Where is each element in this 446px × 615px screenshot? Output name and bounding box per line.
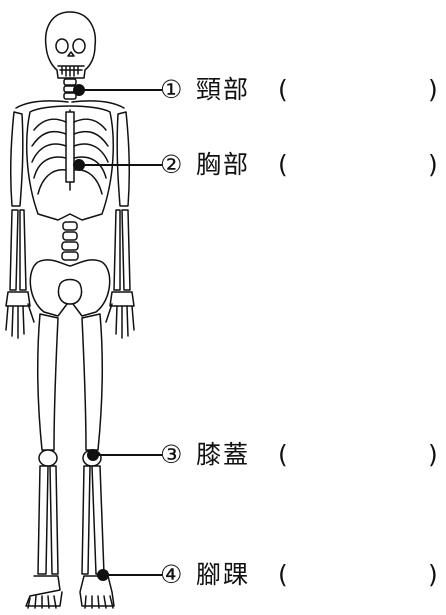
label-number: ② bbox=[160, 147, 182, 183]
right-hand bbox=[106, 292, 134, 338]
label-text: 腳踝 bbox=[196, 557, 250, 593]
label-text: 頸部 bbox=[196, 72, 250, 108]
left-humerus bbox=[11, 112, 23, 206]
left-forearm bbox=[10, 210, 26, 290]
label-number: ④ bbox=[160, 557, 182, 593]
right-lower-leg bbox=[82, 466, 104, 574]
label-number: ① bbox=[160, 72, 182, 108]
pointer-dot-knee bbox=[88, 450, 98, 460]
label-ankle: ④ 腳踝 ( ) bbox=[160, 557, 446, 593]
right-femur bbox=[82, 314, 102, 450]
label-knee: ③ 膝蓋 ( ) bbox=[160, 437, 446, 473]
left-kneecap bbox=[39, 450, 57, 466]
left-hand bbox=[6, 292, 34, 338]
answer-open-paren: ( bbox=[278, 147, 288, 183]
lumbar-spine bbox=[62, 222, 78, 260]
answer-close-paren: ) bbox=[428, 72, 438, 108]
answer-open-paren: ( bbox=[278, 557, 288, 593]
answer-close-paren: ) bbox=[428, 437, 438, 473]
left-femur bbox=[38, 314, 58, 450]
pointer-dot-neck bbox=[74, 85, 84, 95]
label-text: 膝蓋 bbox=[196, 437, 250, 473]
answer-open-paren: ( bbox=[278, 72, 288, 108]
right-foot bbox=[80, 576, 114, 608]
left-lower-leg bbox=[38, 466, 58, 574]
answer-open-paren: ( bbox=[278, 437, 288, 473]
label-number: ③ bbox=[160, 437, 182, 473]
left-foot bbox=[26, 576, 62, 608]
label-neck: ① 頸部 ( ) bbox=[160, 72, 446, 108]
answer-close-paren: ) bbox=[428, 557, 438, 593]
right-humerus bbox=[117, 112, 129, 206]
label-text: 胸部 bbox=[196, 147, 250, 183]
answer-close-paren: ) bbox=[428, 147, 438, 183]
skull bbox=[46, 12, 96, 78]
label-chest: ② 胸部 ( ) bbox=[160, 147, 446, 183]
rib-cage bbox=[27, 106, 114, 220]
pelvis bbox=[30, 260, 109, 316]
pointer-dot-chest bbox=[74, 160, 84, 170]
right-forearm bbox=[114, 210, 130, 290]
pointer-dot-ankle bbox=[98, 570, 108, 580]
